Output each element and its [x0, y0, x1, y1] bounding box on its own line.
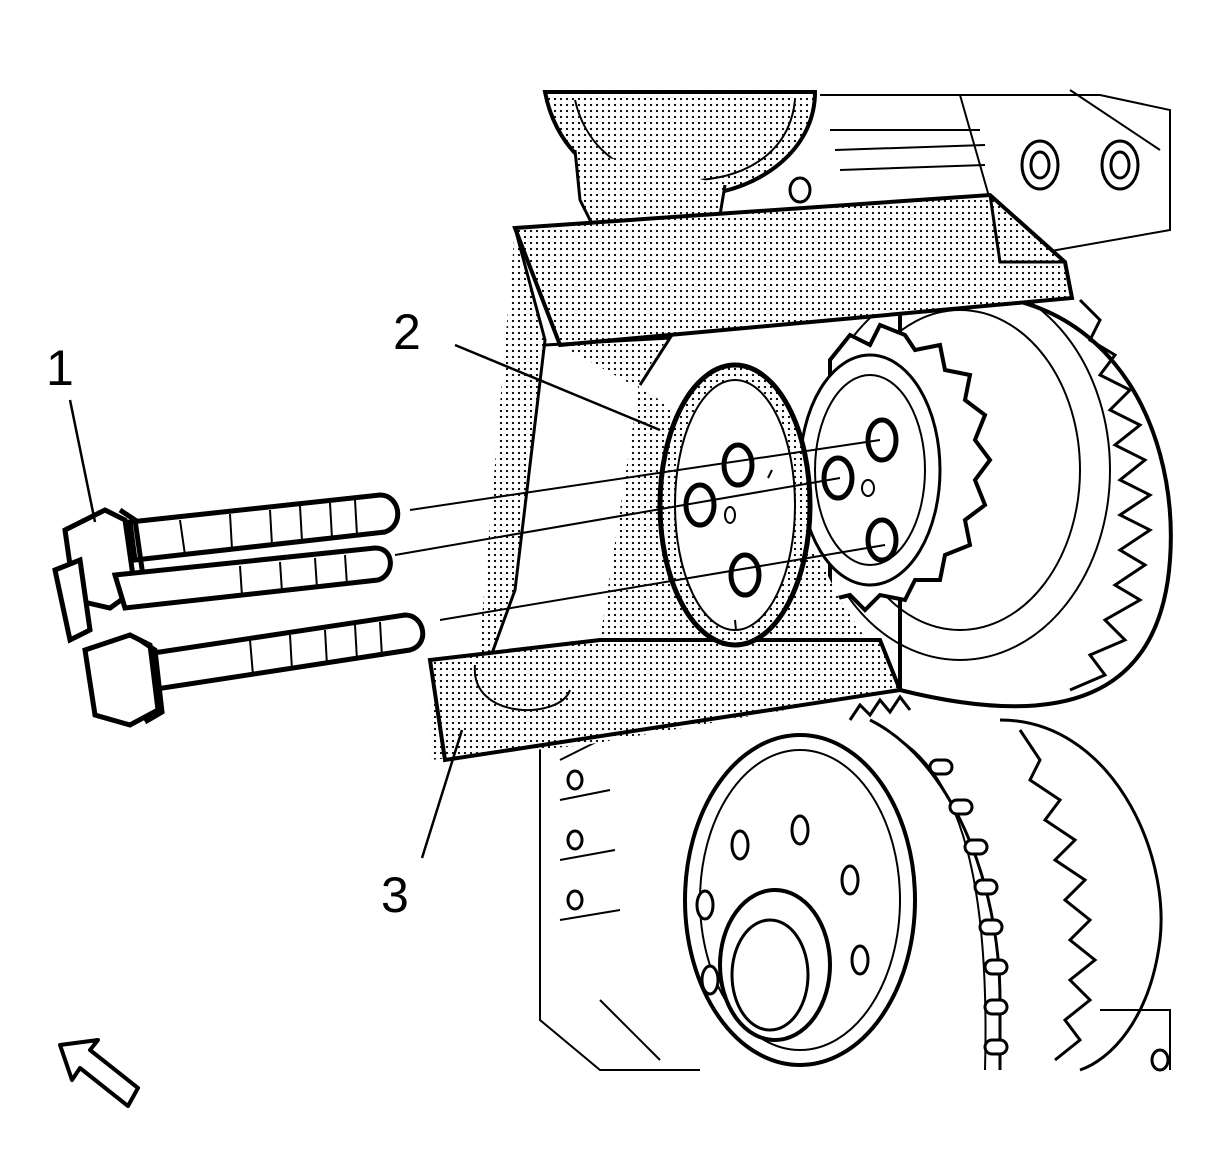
arrow-up-left-icon: [58, 1038, 140, 1108]
bolt-lower: [82, 612, 426, 728]
alignment-lines: [394, 439, 886, 621]
callout-3: 3: [381, 867, 409, 923]
adapter-plate: [657, 362, 813, 648]
callout-1: 1: [46, 340, 74, 396]
leader-line-3: [420, 729, 464, 859]
timing-chain-assembly: [683, 694, 1163, 1072]
camshaft-sprocket: [798, 322, 993, 613]
callout-2: 2: [393, 304, 421, 360]
engine-block-background: [539, 89, 1171, 1071]
leader-line-2: [454, 343, 661, 432]
holding-tool-bracket: [427, 192, 1075, 763]
leader-line-1: [68, 399, 97, 523]
leader-lines: [68, 343, 661, 859]
bolt-set: [52, 492, 426, 728]
bolt-middle: [52, 545, 393, 644]
block-bolt-holes: [566, 139, 1170, 1072]
